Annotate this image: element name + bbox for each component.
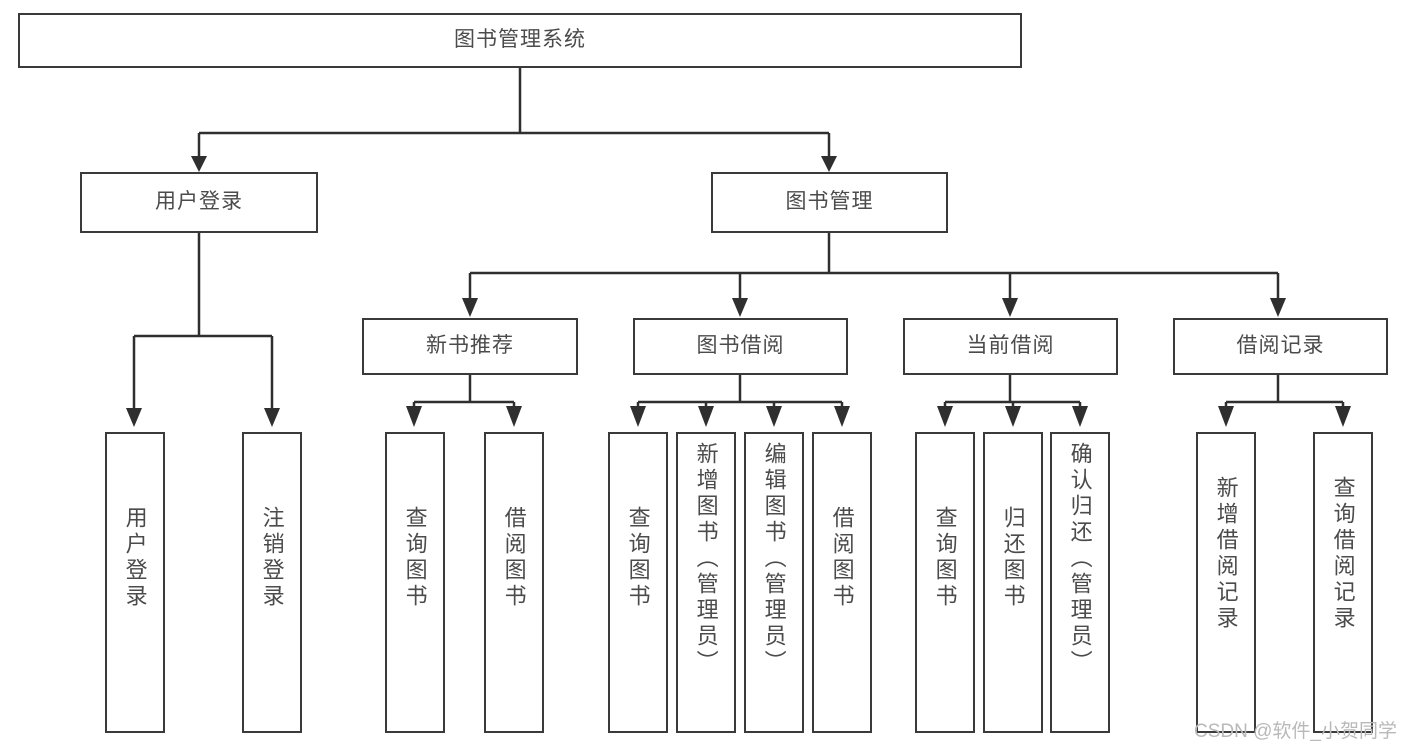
node-current-borrow-label: 当前借阅 xyxy=(966,334,1055,358)
leaf-query-book-borrow[interactable]: 查询图书 xyxy=(608,432,668,733)
node-new-book-recommend-label: 新书推荐 xyxy=(426,334,514,358)
leaf-add-book[interactable]: 新增图书（管理员） xyxy=(676,432,736,733)
node-new-book-recommend[interactable]: 新书推荐 xyxy=(362,318,578,375)
node-current-borrow[interactable]: 当前借阅 xyxy=(903,318,1118,375)
leaf-return-book[interactable]: 归还图书 xyxy=(983,432,1043,733)
leaf-logout-label: 注销登录 xyxy=(259,506,285,610)
csdn-watermark: CSDN @软件_小贺同学 xyxy=(1194,721,1397,742)
leaf-user-login[interactable]: 用户登录 xyxy=(105,432,165,733)
leaf-add-book-label: 新增图书（管理员） xyxy=(693,442,719,676)
node-book-borrow[interactable]: 图书借阅 xyxy=(633,318,848,375)
node-root-label: 图书管理系统 xyxy=(454,28,586,52)
leaf-confirm-return[interactable]: 确认归还（管理员） xyxy=(1050,432,1110,733)
leaf-borrow-book-label: 借阅图书 xyxy=(829,506,855,610)
node-user-login-label: 用户登录 xyxy=(155,190,243,214)
leaf-borrow-book-recommend-label: 借阅图书 xyxy=(501,506,527,610)
node-root[interactable]: 图书管理系统 xyxy=(18,13,1022,68)
leaf-query-book-current[interactable]: 查询图书 xyxy=(915,432,975,733)
node-book-manage-label: 图书管理 xyxy=(785,190,874,214)
leaf-borrow-book-recommend[interactable]: 借阅图书 xyxy=(484,432,544,733)
leaf-edit-book[interactable]: 编辑图书（管理员） xyxy=(744,432,804,733)
leaf-query-book-current-label: 查询图书 xyxy=(932,506,958,610)
leaf-return-book-label: 归还图书 xyxy=(1000,506,1026,610)
leaf-query-book-recommend[interactable]: 查询图书 xyxy=(385,432,445,733)
leaf-query-borrow-record-label: 查询借阅记录 xyxy=(1330,476,1356,632)
node-borrow-record-label: 借阅记录 xyxy=(1236,334,1325,358)
leaf-logout[interactable]: 注销登录 xyxy=(242,432,302,733)
node-book-manage[interactable]: 图书管理 xyxy=(711,172,948,233)
leaf-confirm-return-label: 确认归还（管理员） xyxy=(1067,442,1093,676)
node-user-login[interactable]: 用户登录 xyxy=(80,172,318,233)
leaf-query-book-borrow-label: 查询图书 xyxy=(625,506,651,610)
leaf-edit-book-label: 编辑图书（管理员） xyxy=(761,442,787,676)
leaf-borrow-book[interactable]: 借阅图书 xyxy=(812,432,872,733)
leaf-user-login-label: 用户登录 xyxy=(122,506,148,610)
leaf-add-borrow-record-label: 新增借阅记录 xyxy=(1213,476,1239,632)
leaf-query-book-recommend-label: 查询图书 xyxy=(402,506,428,610)
leaf-add-borrow-record[interactable]: 新增借阅记录 xyxy=(1196,432,1256,733)
leaf-query-borrow-record[interactable]: 查询借阅记录 xyxy=(1313,432,1373,733)
node-borrow-record[interactable]: 借阅记录 xyxy=(1173,318,1388,375)
node-book-borrow-label: 图书借阅 xyxy=(696,334,785,358)
